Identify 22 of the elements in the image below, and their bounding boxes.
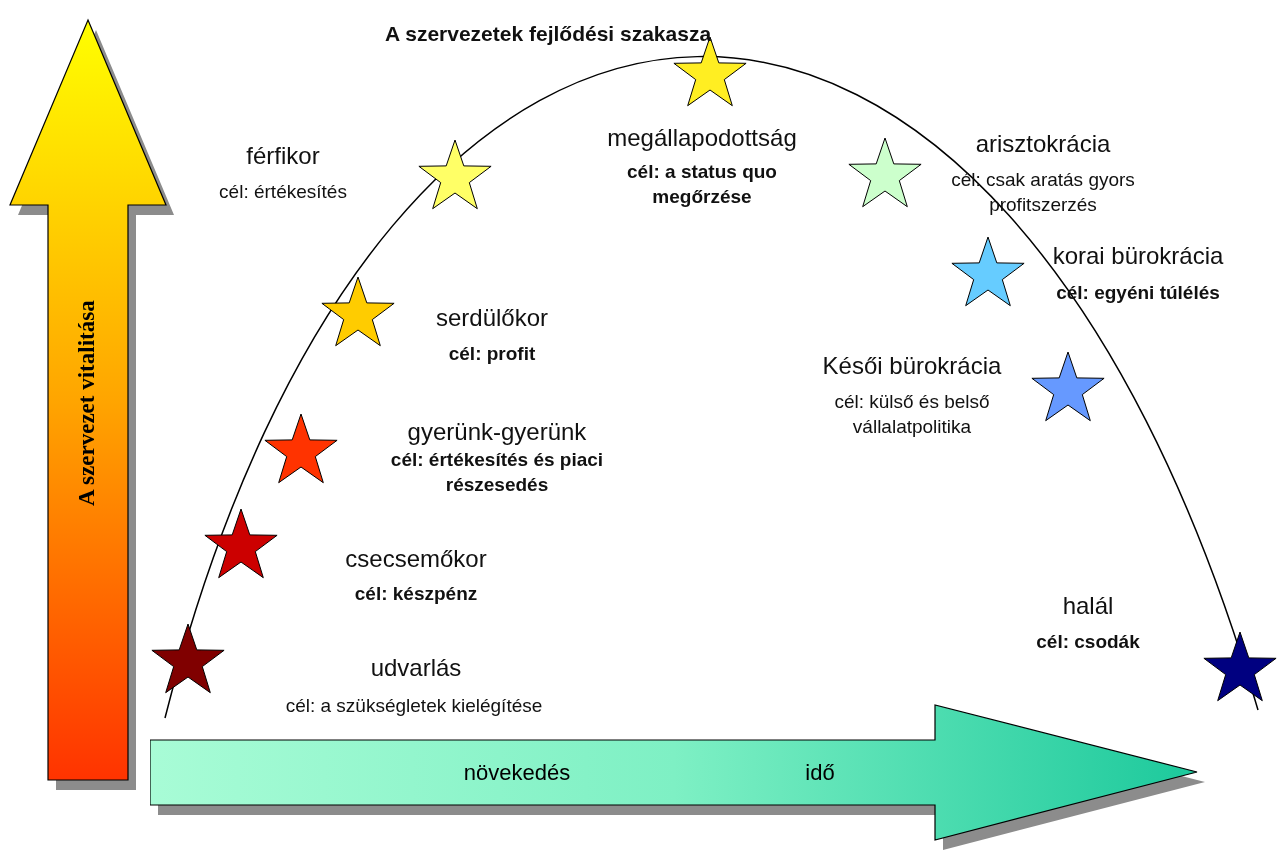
- stage-name: arisztokrácia: [974, 129, 1112, 159]
- stage-name: csecsemőkor: [344, 544, 488, 574]
- stage-goal: cél: külső és belső vállalatpolitika: [833, 390, 991, 439]
- stage-goal: cél: készpénz: [353, 582, 479, 606]
- axis-label: A szervezet vitalitása: [74, 299, 100, 508]
- axis-label: növekedés: [462, 760, 572, 786]
- stage-goal: cél: a szükségletek kielégítése: [284, 694, 544, 718]
- stage-name: serdülőkor: [434, 303, 550, 333]
- stage-name: korai bürokrácia: [1051, 241, 1225, 271]
- title: A szervezetek fejlődési szakasza: [385, 21, 712, 47]
- stage-goal: cél: profit: [447, 342, 537, 366]
- stage-name: udvarlás: [369, 653, 463, 683]
- stage-name: gyerünk-gyerünk: [406, 417, 588, 447]
- axis-label: idő: [804, 760, 836, 786]
- stage-name: férfikor: [245, 141, 321, 171]
- stage-name: halál: [1061, 591, 1115, 621]
- stage-goal: cél: csodák: [1035, 630, 1141, 654]
- stage-goal: cél: a status quo megőrzése: [626, 160, 778, 209]
- stage-goal: cél: értékesítés és piaci részesedés: [389, 448, 605, 497]
- stage-name: Késői bürokrácia: [821, 351, 1003, 381]
- stage-name: megállapodottság: [606, 123, 798, 153]
- stage-goal: cél: értékesítés: [218, 180, 348, 204]
